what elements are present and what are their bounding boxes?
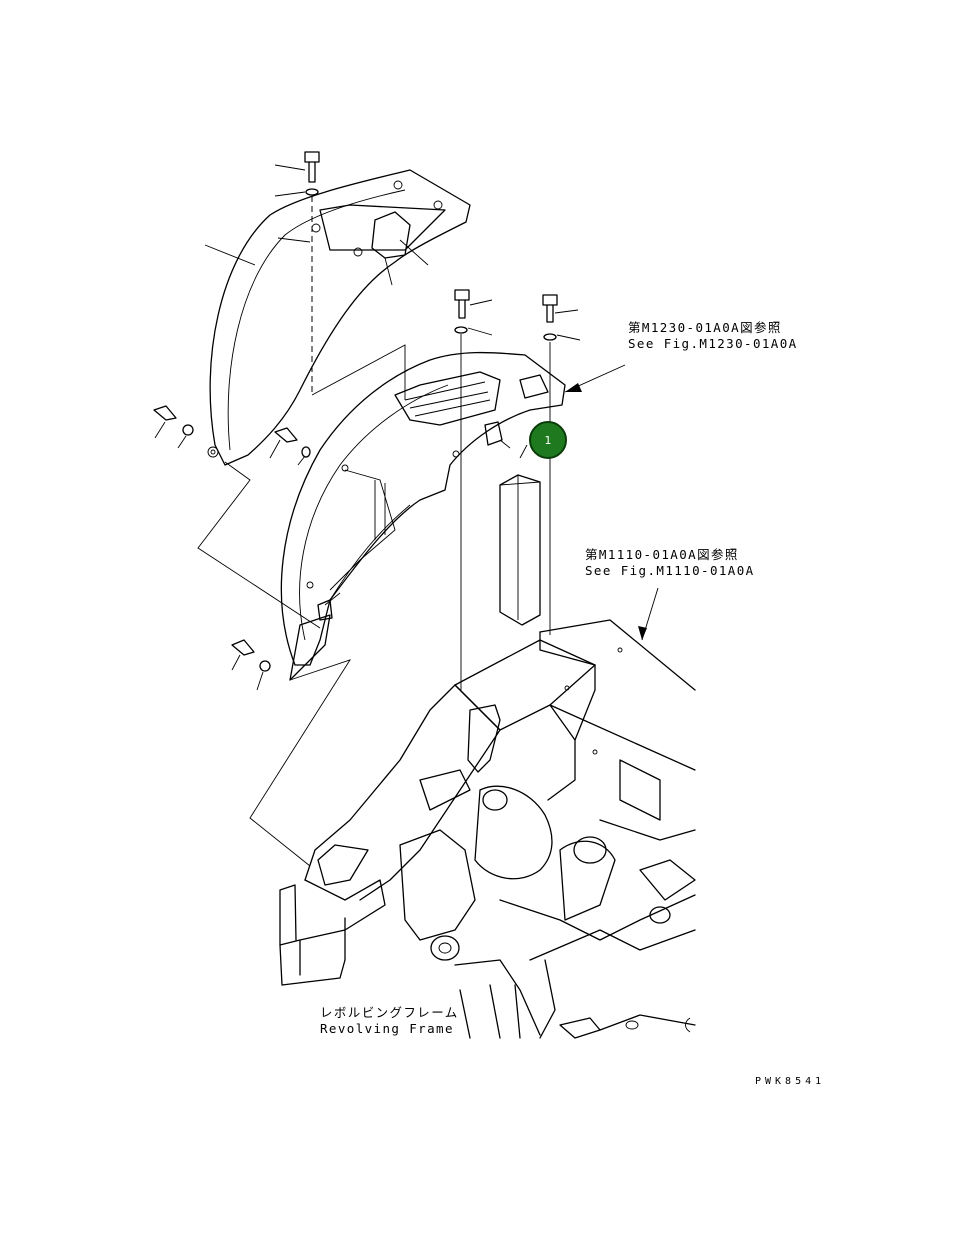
lower-reference-en: See Fig.M1110-01A0A xyxy=(585,563,755,578)
fasteners xyxy=(153,151,558,672)
part-1-block xyxy=(499,474,541,626)
revolving-frame xyxy=(279,619,696,1039)
upper-reference-en: See Fig.M1230-01A0A xyxy=(628,336,798,351)
drawing-code: PWK8541 xyxy=(755,1076,826,1087)
part-callout-number: 1 xyxy=(544,433,552,447)
frame-label-jp: レボルビングフレーム xyxy=(320,1005,459,1020)
frame-label-en: Revolving Frame xyxy=(320,1021,454,1036)
part-callout-1[interactable]: 1 xyxy=(529,421,567,459)
leader-lines xyxy=(154,164,659,867)
upper-cover xyxy=(207,169,471,466)
lower-cover xyxy=(280,351,566,681)
upper-reference-jp: 第M1230-01A0A図参照 xyxy=(628,320,782,335)
lower-reference-jp: 第M1110-01A0A図参照 xyxy=(585,547,739,562)
